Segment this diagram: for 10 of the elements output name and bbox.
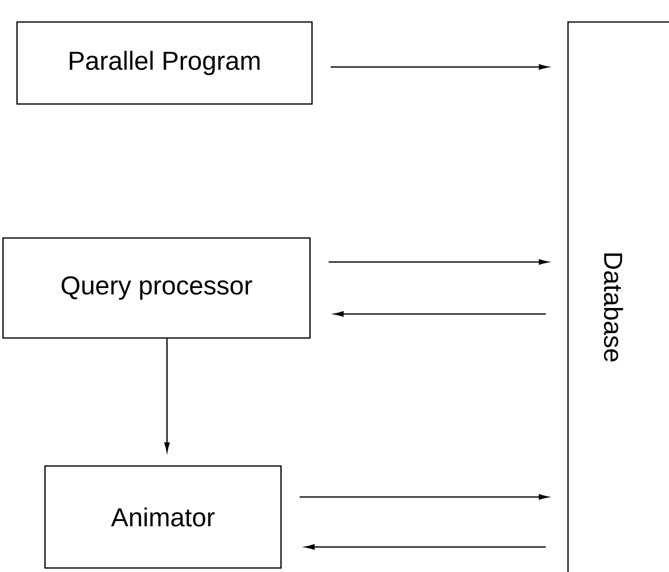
- arrow: [305, 544, 546, 550]
- arrow: [300, 494, 548, 500]
- database-box: Database: [567, 21, 669, 572]
- arrow: [164, 338, 170, 452]
- process-box: Query processor: [2, 237, 311, 339]
- process-box: Parallel Program: [16, 21, 313, 105]
- arrow: [328, 259, 548, 265]
- arrow: [330, 64, 548, 70]
- process-box: Animator: [44, 465, 282, 569]
- arrow: [334, 311, 546, 317]
